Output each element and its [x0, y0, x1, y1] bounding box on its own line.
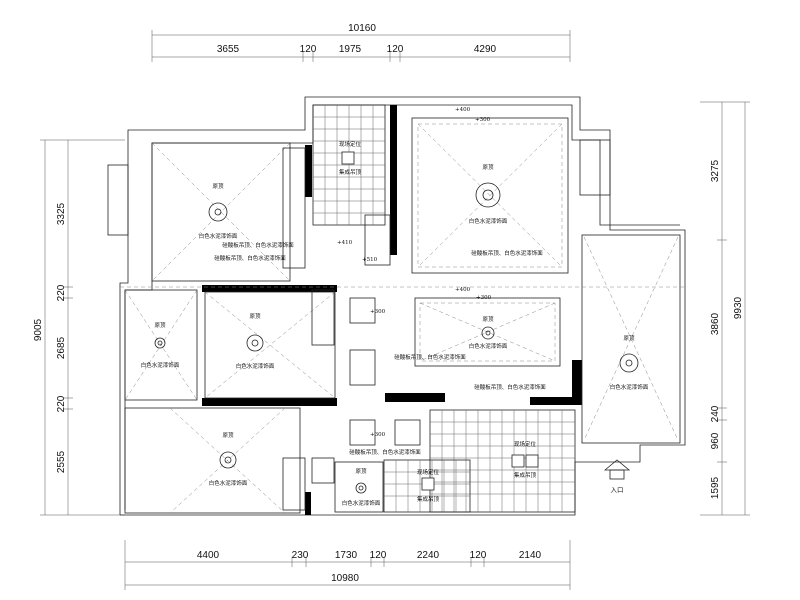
ceiling-light-icon — [481, 326, 495, 340]
ceiling-light-icon — [246, 334, 264, 352]
label-original-ceiling: 原顶 — [623, 335, 635, 342]
level-label: +400 — [455, 107, 471, 113]
label-finish: 白色水泥漆饰面 — [236, 362, 275, 370]
dim-right: 960 — [710, 432, 721, 449]
label-integrated-ceiling: 集成吊顶 — [339, 168, 362, 176]
label-ceiling-finish: 硅酸板吊顶、白色水泥漆饰面 — [471, 249, 543, 257]
top-dimensions: 10160 3655 120 1975 120 4290 — [151, 23, 571, 62]
dim-right: 1595 — [710, 476, 721, 499]
level-label: +300 — [370, 309, 386, 315]
ceiling-light-icon — [619, 353, 639, 373]
dim-right: 3860 — [710, 312, 721, 335]
tiled-areas — [312, 104, 576, 513]
label-finish: 白色水泥漆饰面 — [199, 232, 238, 240]
label-site-positioning: 现场定位 — [514, 440, 537, 448]
annotations: 原顶 白色水泥漆饰面 硅酸板吊顶、白色水泥漆饰面 硅酸板吊顶、白色水泥漆饰面 现… — [141, 107, 649, 507]
dim-top: 120 — [300, 44, 317, 55]
dim-bottom: 4400 — [197, 550, 220, 561]
dim-right: 3275 — [710, 159, 721, 182]
dim-left: 220 — [56, 395, 67, 412]
level-label: +300 — [370, 432, 386, 438]
dim-left: 220 — [56, 284, 67, 301]
dim-bottom: 120 — [370, 550, 387, 561]
label-integrated-ceiling: 集成吊顶 — [514, 471, 537, 479]
label-finish: 白色水泥漆饰面 — [469, 342, 508, 350]
label-original-ceiling: 原顶 — [355, 468, 367, 475]
ceiling-light-icon — [355, 482, 367, 494]
level-label: +510 — [362, 257, 378, 263]
label-original-ceiling: 原顶 — [249, 313, 261, 320]
rooms — [120, 117, 685, 514]
dim-top: 120 — [387, 44, 404, 55]
bottom-dimensions: 4400 230 1730 120 2240 120 2140 10980 — [124, 540, 571, 590]
label-ceiling-finish: 硅酸板吊顶、白色水泥漆饰面 — [349, 448, 421, 456]
label-ceiling-finish: 硅酸板吊顶、白色水泥漆饰面 — [474, 383, 546, 391]
ceiling-lights — [154, 182, 639, 494]
structural-walls — [202, 105, 582, 515]
label-integrated-ceiling: 集成吊顶 — [417, 495, 440, 503]
label-original-ceiling: 原顶 — [212, 183, 224, 190]
ceiling-light-icon — [154, 337, 166, 349]
house-arrow-icon — [603, 459, 631, 471]
dim-bottom: 120 — [470, 550, 487, 561]
ceiling-light-icon — [219, 451, 237, 469]
dim-bottom: 2240 — [417, 550, 440, 561]
label-original-ceiling: 原顶 — [482, 164, 494, 171]
level-label: +410 — [337, 240, 353, 246]
dim-bottom: 230 — [292, 550, 309, 561]
dim-left-total: 9005 — [33, 318, 44, 341]
level-label: +300 — [476, 295, 492, 301]
left-dimensions: 3325 220 2685 220 2555 9005 — [33, 139, 125, 516]
label-ceiling-finish: 硅酸板吊顶、白色水泥漆饰面 — [394, 353, 466, 361]
label-original-ceiling: 原顶 — [154, 322, 166, 329]
label-finish: 白色水泥漆饰面 — [342, 499, 381, 507]
dim-top-total: 10160 — [348, 23, 376, 34]
label-site-positioning: 现场定位 — [339, 140, 362, 148]
chandelier-icon — [475, 182, 501, 208]
label-original-ceiling: 原顶 — [482, 316, 494, 323]
label-finish: 白色水泥漆饰面 — [209, 479, 248, 487]
dim-right-total: 9930 — [733, 296, 744, 319]
label-site-positioning: 现场定位 — [417, 468, 440, 476]
label-ceiling-finish: 硅酸板吊顶、白色水泥漆饰面 — [222, 241, 294, 249]
dim-left: 2555 — [56, 450, 67, 473]
dim-top: 1975 — [339, 44, 362, 55]
label-original-ceiling: 原顶 — [222, 432, 234, 439]
dim-bottom: 1730 — [335, 550, 358, 561]
dim-bottom: 2140 — [519, 550, 542, 561]
dim-top: 4290 — [474, 44, 497, 55]
entrance-marker: 入口 — [603, 459, 631, 494]
dim-bottom-total: 10980 — [331, 573, 359, 584]
level-label: +300 — [475, 117, 491, 123]
entrance-label: 入口 — [611, 486, 624, 494]
label-finish: 白色水泥漆饰面 — [141, 361, 180, 369]
label-finish: 白色水泥漆饰面 — [469, 217, 508, 225]
label-finish: 白色水泥漆饰面 — [610, 383, 649, 391]
dim-left: 2685 — [56, 336, 67, 359]
ceiling-light-icon — [208, 202, 228, 222]
right-dimensions: 3275 3860 240 960 1595 9930 — [700, 101, 750, 516]
level-label: +400 — [455, 287, 471, 293]
dim-right: 240 — [710, 405, 721, 422]
label-ceiling-finish: 硅酸板吊顶、白色水泥漆饰面 — [214, 254, 286, 262]
dim-left: 3325 — [56, 202, 67, 225]
dim-top: 3655 — [217, 44, 240, 55]
